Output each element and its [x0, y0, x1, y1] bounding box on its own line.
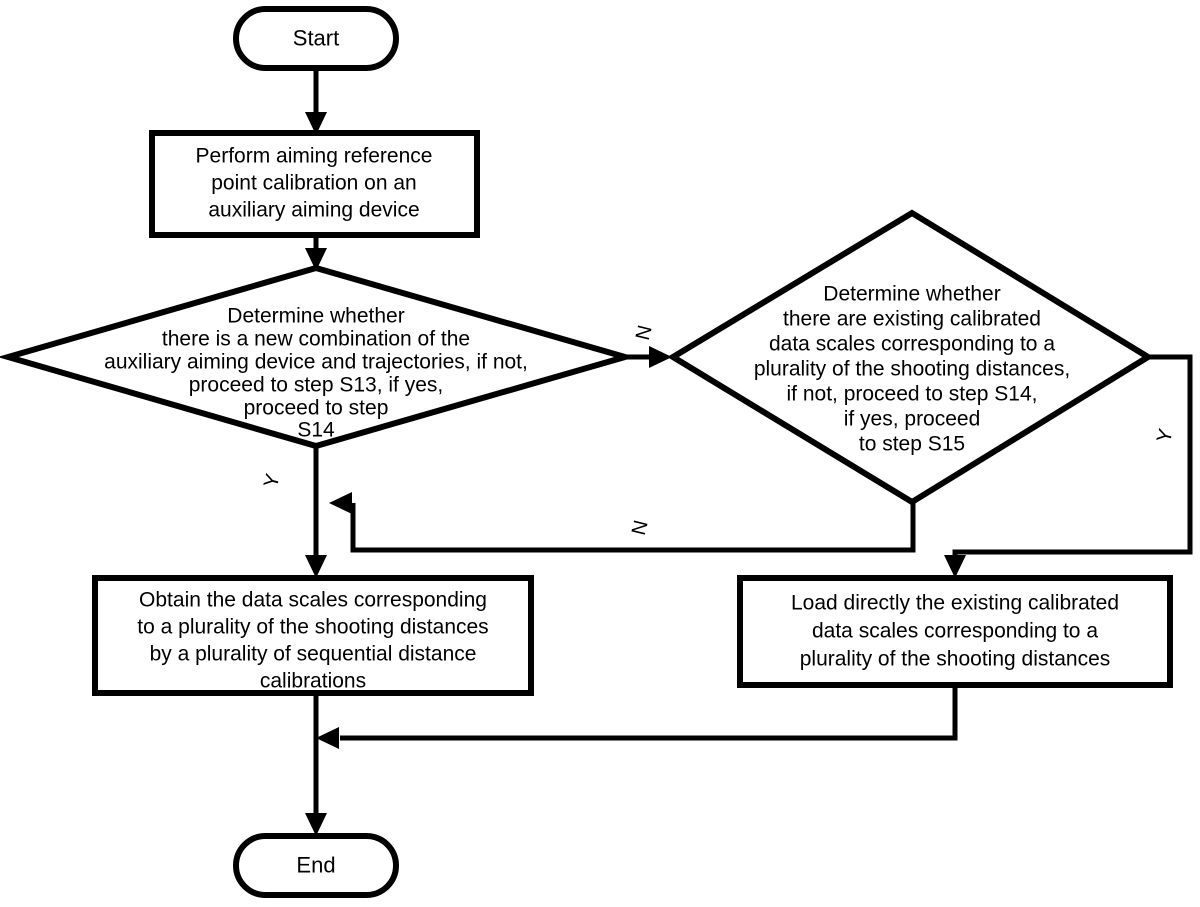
decision2-line-5: if not, proceed to step S14,	[787, 383, 1038, 406]
obtain-line-2: to a plurality of the shooting distances	[137, 616, 488, 639]
decision2-line-3: data scales corresponding to a	[769, 333, 1055, 356]
decision2-line-7: to step S15	[859, 433, 965, 456]
arrowhead-down	[305, 813, 327, 836]
edge-label-decision1-yes: Y	[260, 472, 285, 490]
node-process-obtain-scales[interactable]: Obtain the data scales corresponding to …	[92, 575, 534, 696]
decision2-line-6: if yes, proceed	[844, 408, 981, 431]
start-terminator-shape	[233, 6, 399, 71]
load-line-3: plurality of the shooting distances	[800, 648, 1111, 671]
decision2-line-4: plurality of the shooting distances,	[754, 358, 1070, 381]
decision2-no-text: N	[628, 518, 653, 537]
decision1-line-4: proceed to step S13, if yes,	[189, 374, 443, 397]
node-end[interactable]: End	[233, 833, 399, 898]
edge-label-decision2-yes: Y	[1153, 427, 1178, 445]
node-decision-new-combination[interactable]: Determine whether there is a new combina…	[0, 264, 636, 450]
decision1-no-text: N	[632, 323, 657, 342]
decision2-yes-text: Y	[1153, 427, 1178, 445]
connector-decision1-yes-to-obtain	[305, 443, 327, 578]
node-process-load-scales[interactable]: Load directly the existing calibrated da…	[737, 575, 1173, 688]
arrowhead-down	[944, 555, 966, 578]
calibration-box-shape	[149, 130, 480, 238]
edge-label-decision1-no: N	[632, 323, 657, 342]
load-box-shape	[737, 575, 1173, 688]
load-line-2: data scales corresponding to a	[812, 620, 1098, 643]
connector-obtain-to-end	[305, 693, 327, 836]
connector-calibration-to-decision1	[305, 235, 327, 271]
arrowhead-down	[305, 248, 327, 271]
start-label: Start	[293, 25, 339, 50]
node-start[interactable]: Start	[233, 6, 399, 71]
obtain-line-1: Obtain the data scales corresponding	[139, 589, 487, 612]
obtain-line-4: calibrations	[260, 670, 366, 693]
decision1-line-5: proceed to step	[244, 397, 389, 420]
decision1-line-1: Determine whether	[227, 305, 404, 328]
arrowhead-left	[316, 727, 339, 749]
calibration-line-1: Perform aiming reference	[196, 145, 433, 168]
node-decision-existing-scales[interactable]: Determine whether there are existing cal…	[667, 209, 1154, 506]
edge-label-decision2-no: N	[628, 518, 653, 537]
load-line-1: Load directly the existing calibrated	[791, 592, 1119, 615]
obtain-line-3: by a plurality of sequential distance	[150, 643, 477, 666]
arrowhead-right	[649, 346, 672, 368]
decision2-line-1: Determine whether	[823, 283, 1000, 306]
connector-load-to-merge	[316, 685, 958, 749]
connector-start-to-calibration	[305, 68, 327, 135]
connector-decision2-no-loop	[329, 492, 916, 553]
decision1-line-6: S14	[297, 419, 335, 442]
decision1-diamond-shape	[0, 264, 636, 450]
node-process-calibration[interactable]: Perform aiming reference point calibrati…	[149, 130, 480, 238]
end-terminator-shape	[233, 833, 399, 898]
decision2-line-2: there are existing calibrated	[783, 308, 1041, 331]
decision1-line-3: auxiliary aiming device and trajectories…	[104, 351, 528, 374]
decision2-diamond-shape	[667, 209, 1154, 506]
arrowhead-left	[329, 492, 352, 514]
end-label: End	[296, 852, 335, 877]
calibration-line-3: auxiliary aiming device	[208, 199, 419, 222]
arrowhead-down	[305, 555, 327, 578]
arrowhead-down	[305, 112, 327, 135]
obtain-box-shape	[92, 575, 534, 696]
decision1-yes-text: Y	[260, 472, 285, 490]
connector-decision2-yes-to-load	[944, 354, 1193, 578]
calibration-line-2: point calibration on an	[211, 172, 416, 195]
decision1-line-2: there is a new combination of the	[162, 328, 470, 351]
